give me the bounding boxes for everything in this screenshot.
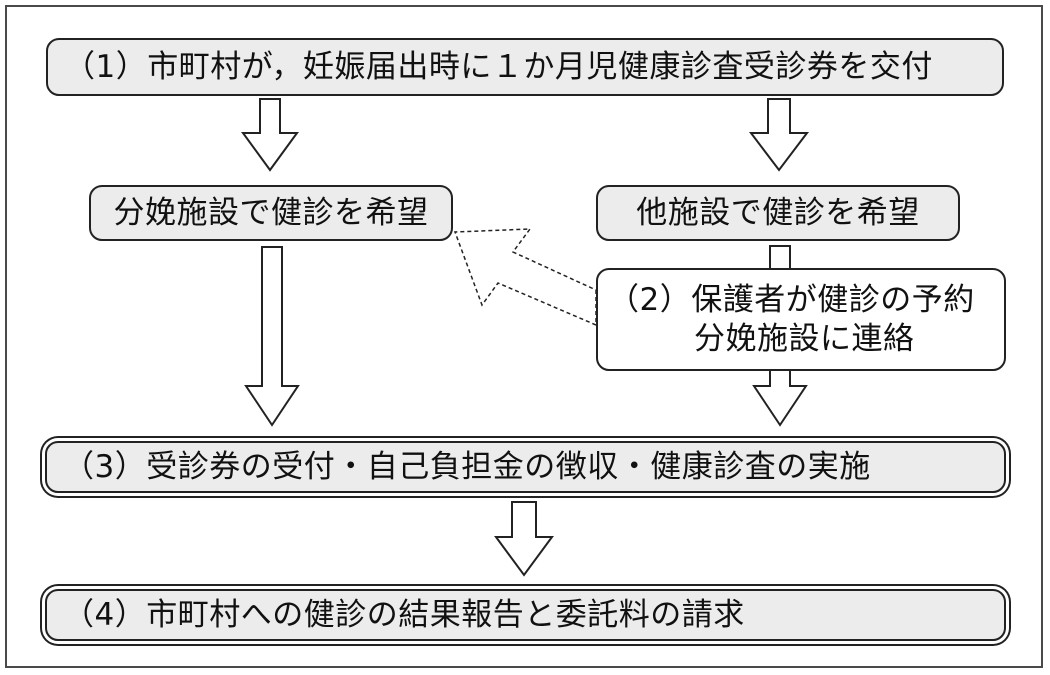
left-branch-box: 分娩施設で健診を希望 <box>89 185 453 241</box>
step1-text: （1）市町村が，妊娠届出時に１か月児健康診査受診券を交付 <box>64 48 933 85</box>
step3-text: （3）受診券の受付・自己負担金の徴収・健康診査の実施 <box>63 448 871 485</box>
step2-line1: （2）保護者が健診の予約 <box>608 281 975 318</box>
arrow-left-to-step3 <box>244 246 300 427</box>
right-branch-box: 他施設で健診を希望 <box>596 185 960 241</box>
step2-box: （2）保護者が健診の予約 分娩施設に連絡 <box>596 268 1006 371</box>
arrow-step2-to-step3 <box>752 368 808 427</box>
arrow-step2-to-left-dashed <box>453 228 597 327</box>
left-branch-text: 分娩施設で健診を希望 <box>113 194 429 231</box>
step1-box: （1）市町村が，妊娠届出時に１か月児健康診査受診券を交付 <box>46 38 1004 96</box>
step4-box: （4）市町村への健診の結果報告と委託料の請求 <box>45 589 1006 641</box>
step3-box: （3）受診券の受付・自己負担金の徴収・健康診査の実施 <box>45 441 1006 493</box>
arrow-right-shaft-top <box>769 245 791 271</box>
right-branch-text: 他施設で健診を希望 <box>636 194 920 231</box>
arrow-step1-to-right <box>748 98 810 172</box>
arrow-step1-to-left <box>241 98 299 172</box>
step2-line2: 分娩施設に連絡 <box>694 320 915 357</box>
step4-text: （4）市町村への健診の結果報告と委託料の請求 <box>63 596 745 633</box>
arrow-step3-to-step4 <box>494 501 554 577</box>
